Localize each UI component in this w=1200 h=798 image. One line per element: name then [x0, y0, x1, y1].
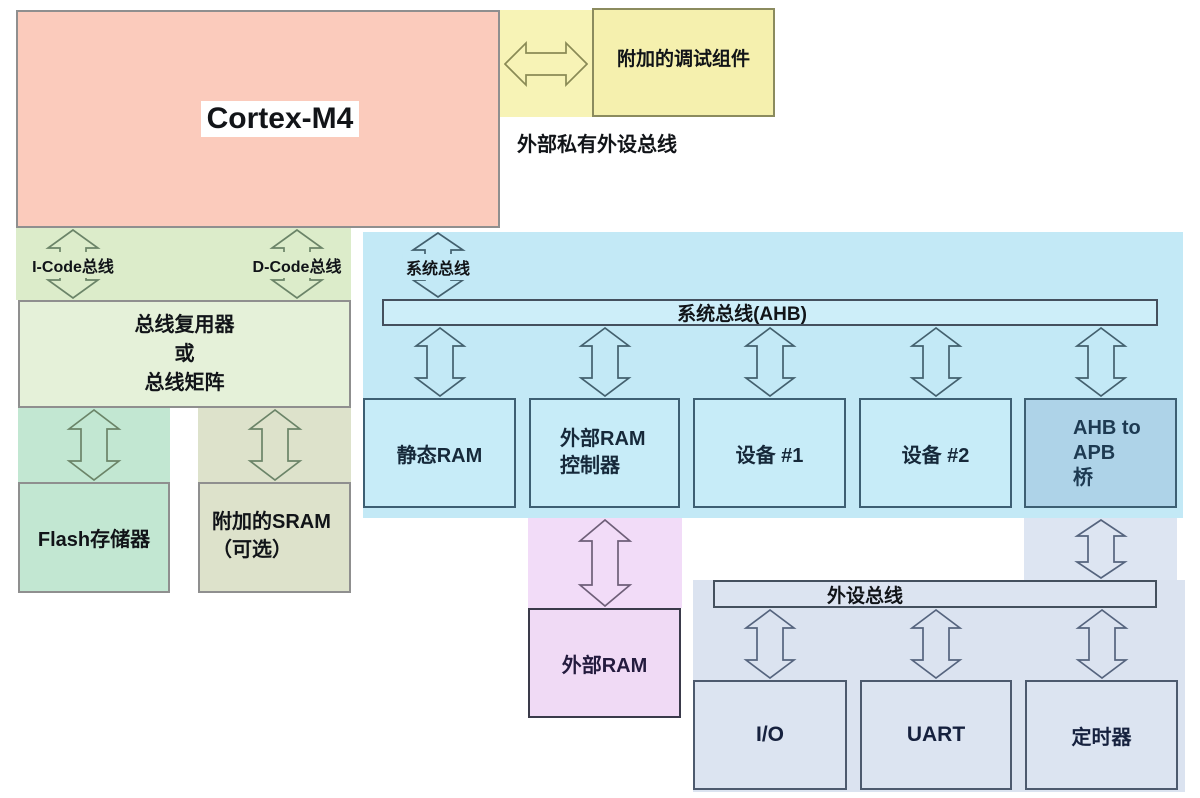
ahb-to-bridge-connector — [1024, 326, 1177, 398]
flash-bus-band — [18, 408, 170, 482]
timer-block: 定时器 — [1025, 680, 1178, 790]
flash-memory-label: Flash存储器 — [37, 529, 151, 551]
system-bus-label: 系统总线 — [402, 254, 474, 280]
optional-sram-line1: 附加的SRAM — [212, 511, 331, 533]
vertical-bidirectional-arrow-icon — [742, 327, 797, 397]
vertical-bidirectional-arrow-icon — [1073, 519, 1128, 579]
peripheral-bus-label: 外设总线 — [827, 585, 904, 607]
bridge-line1: AHB to — [1073, 417, 1141, 439]
ahb-system-bus-bar: 系统总线(AHB) — [382, 299, 1158, 326]
optional-sram-line2: （可选） — [212, 539, 292, 561]
ext-ram-controller-line2: 控制器 — [560, 455, 620, 477]
ahb-system-bus-label: 系统总线(AHB) — [677, 304, 807, 325]
debug-components-label: 附加的调试组件 — [616, 49, 750, 70]
apb-to-io-connector — [693, 608, 847, 680]
ahb-to-static-ram-connector — [363, 326, 516, 398]
cortex-m4-label: Cortex-M4 — [200, 101, 360, 137]
vertical-bidirectional-arrow-icon — [412, 327, 467, 397]
external-private-peripheral-bus-label: 外部私有外设总线 — [517, 134, 677, 156]
external-ram-controller-block: 外部RAM 控制器 — [529, 398, 680, 508]
bridge-line3: 桥 — [1073, 467, 1093, 489]
vertical-bidirectional-arrow-icon — [66, 409, 122, 481]
peripheral-bus-bar: 外设总线 — [713, 580, 1157, 608]
io-label: I/O — [755, 723, 784, 746]
debug-bus-region — [500, 10, 592, 117]
uart-label: UART — [906, 723, 966, 746]
ahb-to-device2-connector — [859, 326, 1012, 398]
cortex-m4-block: Cortex-M4 — [16, 10, 500, 228]
bridge-to-peripheral-bus-band — [1024, 518, 1177, 580]
optional-sram-block: 附加的SRAM （可选） — [198, 482, 351, 593]
vertical-bidirectional-arrow-icon — [909, 609, 963, 679]
dcode-bus-label: D-Code总线 — [249, 252, 345, 278]
ext-ram-controller-line1: 外部RAM — [560, 428, 646, 450]
external-ram-bus-band — [528, 518, 682, 608]
io-block: I/O — [693, 680, 847, 790]
timer-label: 定时器 — [1071, 726, 1132, 749]
icode-bus-label: I-Code总线 — [29, 252, 117, 278]
bus-matrix-line1: 总线复用器 — [134, 313, 235, 336]
vertical-bidirectional-arrow-icon — [246, 409, 303, 481]
apb-to-uart-connector — [860, 608, 1012, 680]
ahb-to-device1-connector — [693, 326, 846, 398]
vertical-bidirectional-arrow-icon — [269, 229, 325, 299]
icode-bus-connector: I-Code总线 — [14, 228, 132, 300]
device2-block: 设备 #2 — [859, 398, 1012, 508]
system-bus-connector: 系统总线 — [379, 232, 497, 298]
uart-block: UART — [860, 680, 1012, 790]
flash-memory-block: Flash存储器 — [18, 482, 170, 593]
vertical-bidirectional-arrow-icon — [1073, 327, 1128, 397]
apb-to-timer-connector — [1025, 608, 1178, 680]
ahb-to-ext-ram-controller-connector — [529, 326, 680, 398]
vertical-bidirectional-arrow-icon — [743, 609, 797, 679]
ahb-apb-bridge-block: AHB to APB 桥 — [1024, 398, 1177, 508]
horizontal-bidirectional-arrow-icon — [504, 40, 588, 87]
dcode-bus-connector: D-Code总线 — [238, 228, 356, 300]
bridge-line2: APB — [1073, 442, 1116, 464]
bus-matrix-line2: 或 — [174, 342, 195, 365]
sram-bus-band — [198, 408, 351, 482]
device1-block: 设备 #1 — [693, 398, 846, 508]
vertical-bidirectional-arrow-icon — [45, 229, 101, 299]
device1-label: 设备 #1 — [735, 444, 804, 467]
vertical-bidirectional-arrow-icon — [908, 327, 963, 397]
static-ram-block: 静态RAM — [363, 398, 516, 508]
vertical-bidirectional-arrow-icon — [577, 327, 632, 397]
vertical-bidirectional-arrow-icon — [410, 232, 466, 298]
device2-label: 设备 #2 — [901, 444, 970, 467]
vertical-bidirectional-arrow-icon — [1074, 609, 1129, 679]
external-ram-label: 外部RAM — [561, 654, 648, 677]
external-ram-block: 外部RAM — [528, 608, 681, 718]
vertical-bidirectional-arrow-icon — [577, 519, 633, 607]
debug-components-block: 附加的调试组件 — [592, 8, 775, 117]
bus-matrix-block: 总线复用器 或 总线矩阵 — [18, 300, 351, 408]
bus-matrix-line3: 总线矩阵 — [144, 371, 225, 394]
static-ram-label: 静态RAM — [396, 444, 483, 467]
